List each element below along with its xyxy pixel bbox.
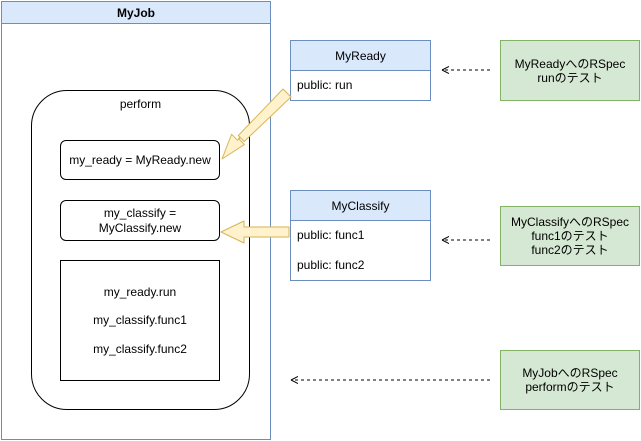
- myready-member-run: public: run: [297, 78, 353, 92]
- myready-header: MyReady: [290, 40, 431, 71]
- note-myready-line2: runのテスト: [537, 70, 603, 85]
- myjob-title: MyJob: [116, 5, 155, 20]
- assign-ready-text: my_ready = MyReady.new: [69, 152, 211, 167]
- assign-ready-box: my_ready = MyReady.new: [60, 140, 220, 180]
- block-arrow-myclassify: [220, 220, 290, 244]
- block-arrow-myready-shaft: [237, 88, 292, 142]
- note-myclassify-line3: func2のテスト: [531, 243, 609, 257]
- assign-classify-box: my_classify = MyClassify.new: [60, 200, 220, 241]
- myclassify-title: MyClassify: [331, 198, 390, 213]
- calls-box: [60, 260, 220, 381]
- myready-title: MyReady: [335, 48, 386, 63]
- note-myclassify-line1: MyClassifyへのRSpec: [510, 215, 630, 229]
- note-myclassify-rspec: MyClassifyへのRSpec func1のテスト func2のテスト: [500, 206, 640, 266]
- myclassify-member-func1: public: func1: [297, 228, 365, 242]
- note-myready-line1: MyReadyへのRSpec: [514, 56, 626, 71]
- note-myjob-line2: performのテスト: [525, 380, 615, 394]
- note-myjob-rspec: MyJobへのRSpec performのテスト: [500, 350, 640, 410]
- call-classify-func2: my_classify.func2: [93, 341, 187, 356]
- call-ready-run: my_ready.run: [103, 284, 177, 299]
- myready-body: [290, 70, 431, 101]
- note-myready-rspec: MyReadyへのRSpec runのテスト: [500, 40, 640, 101]
- myclassify-body: [290, 220, 431, 281]
- call-classify-func1: my_classify.func1: [93, 312, 187, 327]
- myclassify-member-func2: public: func2: [297, 258, 365, 272]
- perform-label: perform: [119, 96, 162, 111]
- assign-classify-text-line1: my_classify =: [103, 205, 177, 220]
- note-myclassify-line2: func1のテスト: [531, 229, 609, 243]
- assign-classify-text-line2: MyClassify.new: [98, 220, 182, 235]
- note-myjob-line1: MyJobへのRSpec: [522, 366, 618, 380]
